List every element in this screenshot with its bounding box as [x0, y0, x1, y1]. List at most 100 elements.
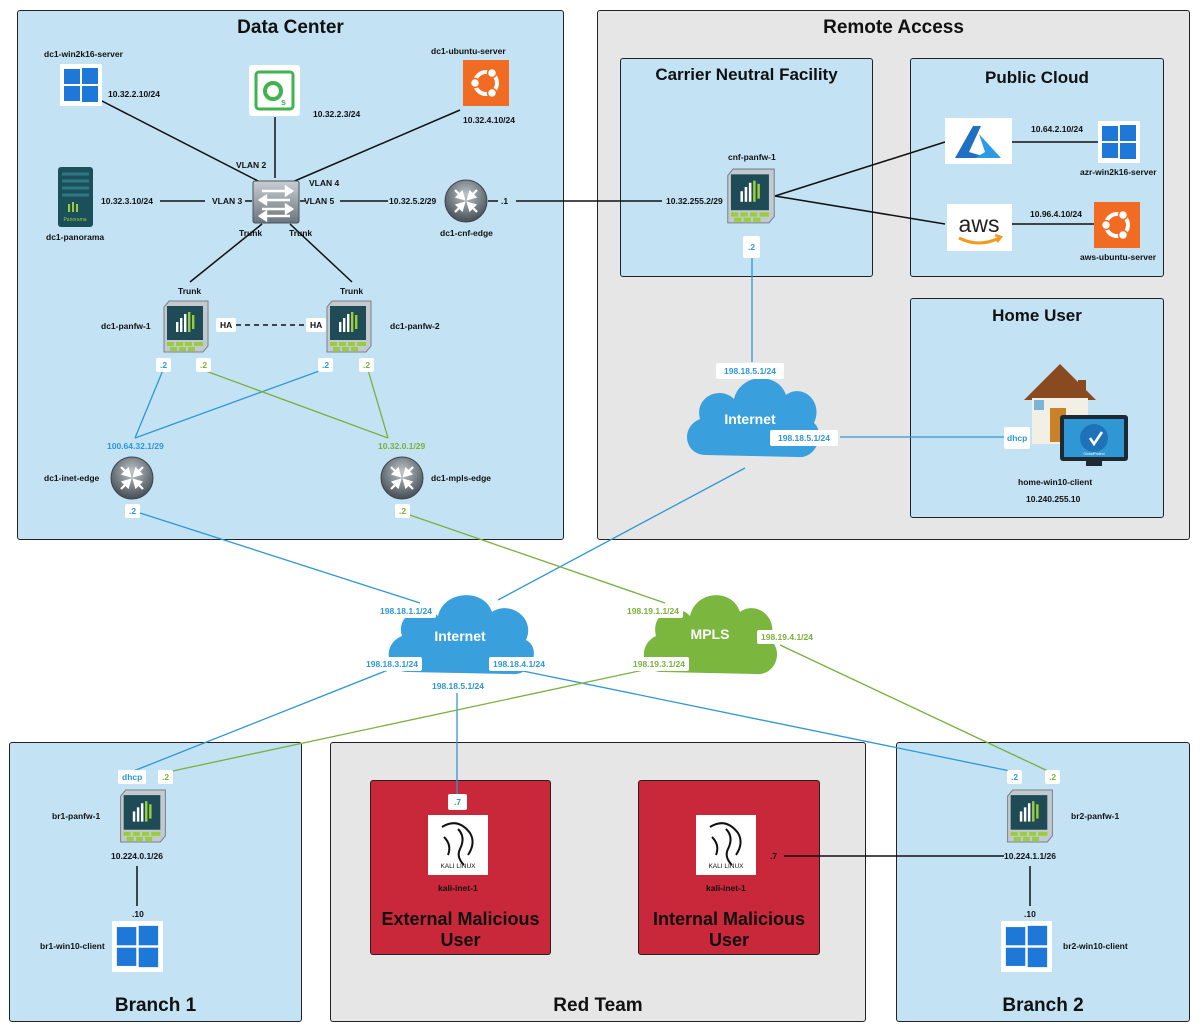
ubuntu-icon	[1094, 202, 1140, 248]
zone-title: Internal Malicious User	[652, 909, 806, 950]
dc1-win-label: dc1-win2k16-server	[44, 49, 123, 59]
dc1-panorama-label: dc1-panorama	[46, 232, 105, 242]
mpls-ip: 198.19.4.1/24	[757, 630, 817, 644]
fw-interface: .2	[196, 358, 212, 372]
link-inet-edge-internet	[139, 512, 421, 604]
dc1-panfw1-label: dc1-panfw-1	[101, 321, 151, 331]
panorama-icon: Panorama	[58, 167, 93, 227]
dc1-ubuntu-label: dc1-ubuntu-server	[431, 46, 506, 56]
br2-client-label: br2-win10-client	[1063, 941, 1128, 951]
firewall-icon	[326, 300, 372, 353]
inet-dc-net: 100.64.32.1/29	[107, 441, 164, 451]
windows-icon	[60, 64, 102, 106]
fw-interface: .2	[359, 358, 375, 372]
link-trunk-1	[189, 223, 263, 283]
link-inet-br2	[517, 669, 1016, 773]
windows-icon	[1098, 121, 1140, 163]
br1-client-ip: .10	[132, 909, 144, 919]
link-azure	[774, 141, 946, 197]
zone-title: Branch 1	[114, 995, 197, 1016]
zone-title: Public Cloud	[985, 68, 1089, 87]
aws-text: aws	[959, 211, 1000, 237]
azure-icon	[945, 118, 1012, 164]
zone-title: Home User	[992, 306, 1082, 325]
inet-ip: 198.18.4.1/24	[489, 657, 549, 671]
openshift-icon: s	[249, 65, 300, 116]
dc1-panorama-ip: 10.32.3.10/24	[101, 196, 153, 206]
aws-ubuntu-label: aws-ubuntu-server	[1080, 252, 1157, 262]
link-ubuntu-switch	[289, 109, 461, 184]
remote-internet-label: Internet	[724, 411, 776, 427]
inet-ip: 198.18.5.1/24	[428, 679, 488, 693]
mpls-dc-net: 10.32.0.1/29	[378, 441, 426, 451]
dc1-os-ip: 10.32.2.3/24	[313, 109, 361, 119]
kali-icon: KALI LINUX	[428, 815, 488, 875]
inet-ip: 198.18.1.1/24	[376, 604, 436, 618]
cnf-panfw-ip: 10.32.255.2/29	[666, 196, 723, 206]
azr-win-label: azr-win2k16-server	[1080, 167, 1157, 177]
router-icon	[380, 456, 424, 500]
kali-int-if: .7	[770, 851, 778, 861]
link-aws	[774, 195, 946, 225]
cnf-interface: .2	[743, 236, 761, 258]
br1-mpls-if: .2	[158, 770, 174, 784]
edge-interface: .2	[125, 504, 141, 518]
azure-ip: 10.64.2.10/24	[1031, 124, 1083, 134]
link-fw1-inet	[134, 369, 164, 439]
zone-title: Red Team	[553, 995, 643, 1016]
br2-panfw-label: br2-panfw-1	[1071, 811, 1120, 821]
kali-icon: KALI LINUX	[696, 815, 756, 875]
link-ra-main-inet	[497, 467, 746, 601]
br1-panfw-label: br1-panfw-1	[52, 811, 101, 821]
mpls-cloud-label: MPLS	[690, 626, 730, 642]
dc1-cnf-edge-label: dc1-cnf-edge	[440, 228, 493, 238]
inet-ip: 198.18.3.1/24	[362, 657, 422, 671]
vlan3-label: VLAN 3	[212, 196, 243, 206]
br1-net: 10.224.0.1/26	[111, 851, 163, 861]
zone-title: Branch 2	[1002, 995, 1084, 1016]
zone-branch2: Branch 2	[896, 742, 1190, 1022]
br1-dhcp: dhcp	[118, 770, 147, 784]
link-mpls-br2	[779, 644, 1051, 773]
home-icon: GlobalProtect	[1024, 364, 1128, 466]
kali-ext-if: .7	[448, 794, 468, 810]
edge-interface: .2	[395, 504, 411, 518]
dc1-win-ip: 10.32.2.10/24	[108, 89, 160, 99]
ra-inet-ip: 198.18.5.1/24	[716, 363, 784, 379]
link-mpls-edge-mpls	[403, 512, 666, 604]
zone-title: External Malicious User	[381, 909, 540, 950]
home-client-label: home-win10-client	[1018, 477, 1093, 487]
ubuntu-icon	[463, 60, 509, 106]
mpls-ip: 198.19.3.1/24	[629, 657, 689, 671]
br1-client-label: br1-win10-client	[40, 941, 105, 951]
aws-ip: 10.96.4.10/24	[1030, 209, 1082, 219]
ha-label: HA	[216, 318, 237, 332]
kali-text: KALI LINUX	[440, 863, 476, 870]
dc1-mpls-edge-label: dc1-mpls-edge	[431, 473, 491, 483]
link-inet-br1	[130, 667, 394, 773]
link-win-switch	[99, 99, 263, 184]
router-icon	[444, 179, 488, 223]
dc1-cnf-net: 10.32.5.2/29	[389, 196, 437, 206]
br2-mpls-if: .2	[1045, 770, 1061, 784]
trunk-label: Trunk	[178, 286, 202, 296]
gp-text: GlobalProtect	[1083, 452, 1104, 456]
windows-icon	[112, 921, 163, 972]
trunk-label: Trunk	[239, 228, 263, 238]
link-mpls-br1	[167, 667, 654, 773]
dc1-ubuntu-ip: 10.32.4.10/24	[463, 115, 515, 125]
windows-icon	[1001, 921, 1052, 972]
dc1-inet-edge-label: dc1-inet-edge	[44, 473, 100, 483]
vlan2-label: VLAN 2	[236, 160, 267, 170]
br2-client-ip: .10	[1024, 909, 1036, 919]
link-fw2-inet	[134, 369, 323, 439]
link-fw2-mpls	[367, 369, 389, 439]
home-dhcp: dhcp	[1004, 427, 1031, 449]
br2-inet-if: .2	[1007, 770, 1023, 784]
svg-text:s: s	[281, 97, 286, 107]
firewall-icon	[727, 168, 775, 224]
home-client-ip: 10.240.255.10	[1026, 494, 1081, 504]
link-trunk-2	[289, 223, 353, 283]
switch-icon	[252, 180, 300, 224]
